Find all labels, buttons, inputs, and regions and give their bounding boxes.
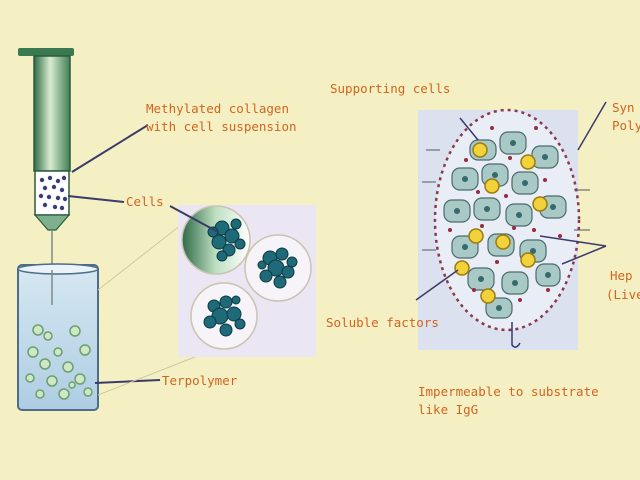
label-impermeable-line1: Impermeable to substrate xyxy=(418,384,599,399)
leader-terpolymer xyxy=(94,379,161,384)
leader-supporting-cells xyxy=(459,117,479,141)
syringe-flange xyxy=(18,48,74,56)
label-synthetic-line2: Poly xyxy=(612,118,640,133)
label-terpolymer: Terpolymer xyxy=(162,373,238,388)
cell-cluster-1 xyxy=(207,218,246,262)
leader-hepatocytes-1 xyxy=(539,235,607,247)
syringe-barrel xyxy=(33,55,71,172)
label-cells: Cells xyxy=(126,194,164,209)
beaker xyxy=(17,263,99,411)
cell-cluster-2 xyxy=(257,247,298,289)
membrane-panel xyxy=(418,108,590,350)
syringe-tip xyxy=(33,214,71,231)
diffusion-arrows xyxy=(422,149,590,251)
supporting-cells-yellow xyxy=(454,142,548,304)
capsule-panel xyxy=(178,205,316,357)
label-hepatocytes-line1: Hep xyxy=(610,268,633,283)
leader-collagen xyxy=(71,124,149,173)
projection-line-bottom xyxy=(97,354,201,396)
impermeable-arrow xyxy=(511,322,521,348)
leader-soluble-factors xyxy=(415,269,459,301)
label-hepatocytes-line2: (Live xyxy=(606,287,640,302)
leader-cells xyxy=(67,195,125,203)
label-soluble-factors: Soluble factors xyxy=(326,315,439,330)
label-supporting-cells: Supporting cells xyxy=(330,81,451,96)
beaker-rim xyxy=(17,263,99,275)
syringe xyxy=(18,48,74,270)
leader-synthetic-polymer xyxy=(577,101,607,151)
label-synthetic-line1: Syn xyxy=(612,100,635,115)
label-collagen-line1: Methylated collagen xyxy=(146,101,289,116)
syringe-cells xyxy=(38,175,68,211)
leader-cells-to-capsule xyxy=(169,205,219,233)
label-impermeable-line2: like IgG xyxy=(418,402,479,417)
cell-cluster-3 xyxy=(203,295,246,337)
label-collagen-line2: with cell suspension xyxy=(146,119,297,134)
leader-hepatocytes-2 xyxy=(561,245,607,265)
soluble-factor-dots xyxy=(448,126,562,302)
beaker-beads xyxy=(25,324,93,400)
